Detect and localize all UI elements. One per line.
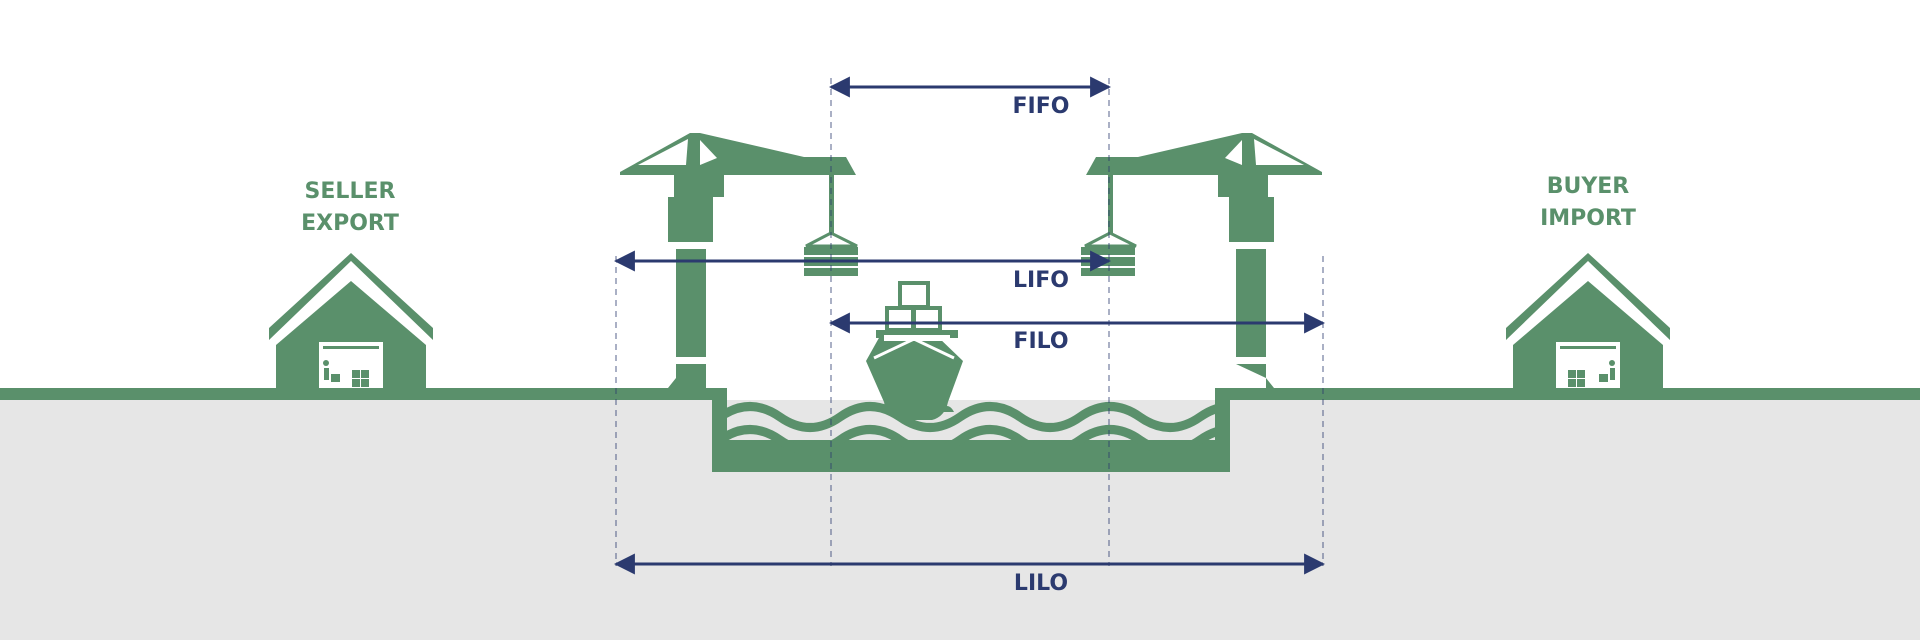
lifo-label: LIFO	[1013, 268, 1069, 293]
ground-line-left	[0, 388, 722, 400]
seller-label-line1: SELLER	[305, 179, 396, 204]
water-waves-icon	[727, 402, 1215, 455]
warehouse-icon-buyer	[1506, 253, 1670, 388]
dock-basin	[712, 388, 1230, 472]
buyer-label-line1: BUYER	[1547, 174, 1630, 199]
filo-label: FILO	[1013, 329, 1068, 354]
gantry-crane-icon-left	[620, 133, 858, 388]
ground-line-right	[1219, 388, 1920, 400]
fifo-label: FIFO	[1013, 94, 1070, 119]
dock-basin-water	[727, 440, 1215, 460]
seller-label-line2: EXPORT	[301, 211, 399, 236]
lilo-label: LILO	[1014, 571, 1068, 596]
warehouse-icon-seller	[269, 253, 433, 388]
gantry-crane-icon-right	[1084, 133, 1322, 388]
buyer-label-line2: IMPORT	[1540, 206, 1636, 231]
container-ship-icon	[866, 281, 963, 420]
